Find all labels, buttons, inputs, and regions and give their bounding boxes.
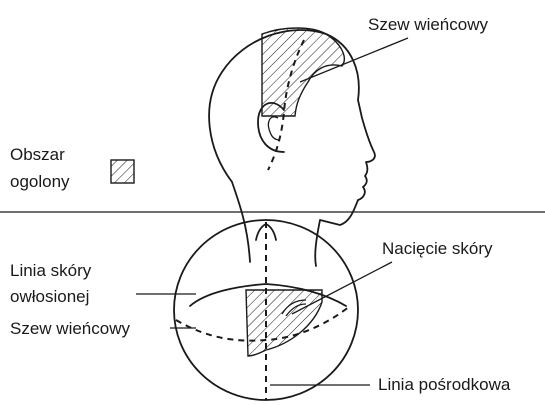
- ear-inner: [268, 117, 280, 140]
- midline-label: Linia pośrodkowa: [378, 375, 511, 394]
- legend-label-line2: ogolony: [10, 172, 70, 191]
- top-coronal-suture-label: Szew wieńcowy: [10, 319, 130, 338]
- side-view-head: [209, 28, 375, 266]
- skin-incision-leader: [292, 262, 392, 314]
- hairline-label-line1: Linia skóry: [10, 261, 92, 280]
- top-view-head: [174, 220, 358, 400]
- skin-incision-label: Nacięcie skóry: [382, 239, 493, 258]
- legend-hatch-swatch: [111, 160, 134, 183]
- side-coronal-suture-label: Szew wieńcowy: [368, 15, 488, 34]
- shaved-area-top: [246, 290, 322, 356]
- legend-label-line1: Obszar: [10, 145, 65, 164]
- hairline-label-line2: owłosionej: [10, 287, 89, 306]
